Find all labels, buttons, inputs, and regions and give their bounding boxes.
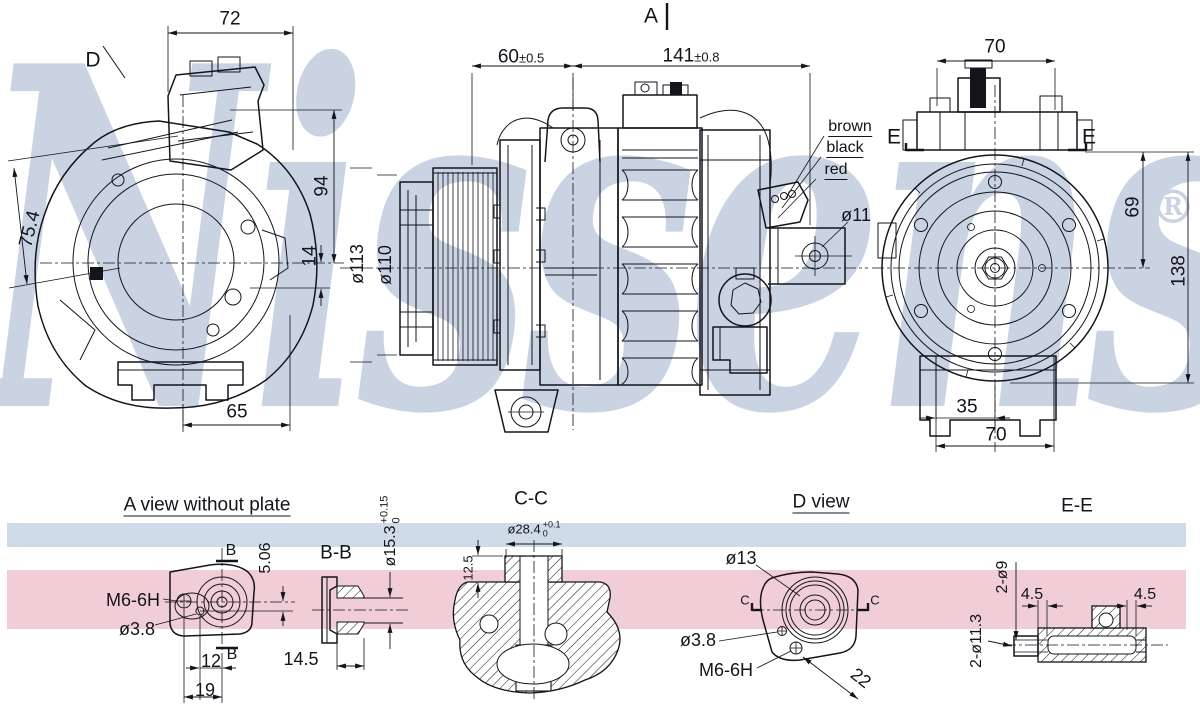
left-side-view-drawing (34, 45, 344, 432)
dim-141-label: 141±0.8 (663, 47, 720, 66)
d-view-detail-drawing (718, 564, 870, 700)
dim-4-5-right-label: 4.5 (1133, 586, 1157, 603)
d-view-thread-label: M6-6H (698, 660, 754, 680)
dim-60-label: 60±0.5 (498, 48, 544, 67)
dim-60-value: 60 (497, 46, 519, 68)
dim-94-label: 94 (311, 175, 333, 197)
cc-section-drawing (452, 540, 621, 700)
dim-o113-label: ø113 (347, 244, 367, 284)
dim-o13-label: ø13 (725, 548, 757, 568)
section-marker-e-right: E (1081, 125, 1097, 149)
dim-o110-label: ø110 (375, 245, 395, 285)
view-marker-a: A (643, 4, 659, 28)
section-marker-c-left: C (740, 592, 750, 608)
dim-60-tolerance: ±0.5 (518, 50, 545, 66)
a-view-o3-8-label: ø3.8 (118, 619, 156, 639)
dim-19-label: 19 (194, 680, 216, 700)
ee-section-drawing (987, 562, 1168, 663)
ee-section-title: E-E (1061, 495, 1093, 517)
dim-12-5-label: 12.5 (460, 555, 476, 581)
background-band-blue (7, 523, 1186, 547)
bb-section-drawing (312, 572, 408, 670)
dim-72-label: 72 (219, 8, 241, 30)
a-view-title: A view without plate (123, 494, 291, 517)
wire-label-brown: brown (828, 118, 872, 137)
dim-o15-3-value: ø15.3 (382, 525, 400, 567)
dim-65-label: 65 (226, 401, 248, 423)
dim-141-value: 141 (662, 45, 695, 67)
dim-2-o11-3-label: 2-ø11.3 (968, 614, 985, 668)
dim-4-5-left-label: 4.5 (1020, 586, 1044, 603)
tol-minus: 0 (542, 529, 548, 539)
dim-70-bottom-label: 70 (985, 424, 1007, 446)
a-view-thread-label: M6-6H (105, 590, 161, 610)
tol-plus: +0.15 (378, 495, 391, 524)
tol-minus: 0 (390, 517, 402, 524)
section-marker-c-right: C (870, 592, 880, 608)
dimension-lines-top (7, 26, 1194, 452)
dim-12-label: 12 (200, 651, 222, 671)
section-marker-b-bottom: B (226, 646, 238, 663)
a-view-detail-drawing (154, 548, 295, 703)
section-marker-e-left: E (886, 125, 902, 149)
dim-o11-label: ø11 (841, 205, 871, 225)
cc-section-title: C-C (514, 488, 548, 510)
view-marker-d: D (85, 48, 101, 72)
rear-view-drawing (872, 59, 1150, 452)
wire-label-red: red (824, 161, 848, 180)
dim-141-tolerance: ±0.8 (694, 49, 720, 65)
dim-5-06-label: 5.06 (257, 542, 274, 574)
section-marker-b-top: B (225, 542, 237, 559)
d-view-o3-8-label: ø3.8 (679, 630, 717, 650)
tol-plus: +0.1 (542, 519, 561, 530)
bb-section-title: B-B (320, 542, 352, 564)
dim-14-5-label: 14.5 (283, 649, 319, 669)
dim-138-label: 138 (1168, 255, 1190, 287)
dim-35-label: 35 (956, 396, 978, 418)
front-view-drawing (340, 3, 868, 433)
wire-label-black: black (826, 139, 864, 158)
dim-69-label: 69 (1122, 196, 1144, 218)
dim-70-top-label: 70 (984, 36, 1006, 58)
dim-o28-4-value: ø28.4 (507, 521, 541, 537)
d-view-title: D view (792, 491, 850, 514)
dim-14-label: 14 (299, 245, 321, 267)
dim-2-o9-label: 2-ø9 (994, 560, 1011, 594)
